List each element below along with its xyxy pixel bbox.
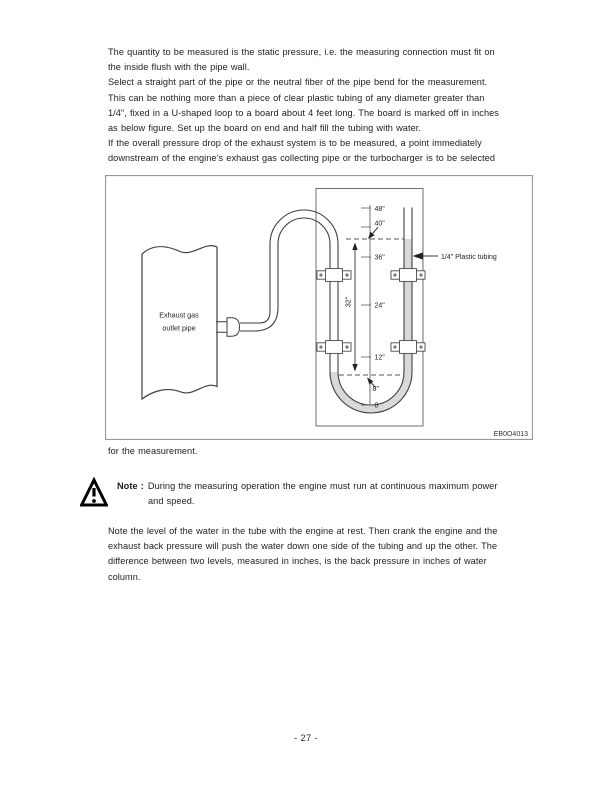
dimension-arrow-down xyxy=(352,364,358,372)
paragraph-line: as below figure. Set up the board on end… xyxy=(108,123,421,134)
tubing-callout-label: 1/4" Plastic tubing xyxy=(441,254,497,261)
paragraph-line: for the measurement. xyxy=(108,446,198,456)
level-arrow-8 xyxy=(367,377,376,388)
pipe-fitting-stub xyxy=(216,321,227,333)
closing-paragraph: Note the level of the water in the tube … xyxy=(108,524,534,585)
note-line: and speed. xyxy=(148,496,195,506)
level-arrow-40 xyxy=(368,226,379,239)
pipe-label: Exhaust gas xyxy=(159,311,199,320)
paragraph-line: downstream of the engine’s exhaust gas c… xyxy=(108,153,496,164)
figure-code: EB0O4013 xyxy=(494,431,528,438)
paragraph-line: Note the level of the water in the tube … xyxy=(108,526,498,536)
tubing-wall-outer xyxy=(240,207,405,406)
intro-paragraphs: The quantity to be measured is the stati… xyxy=(108,45,534,167)
dimension-label: 32" xyxy=(346,296,353,307)
tubing-wall-inner xyxy=(240,207,413,414)
paragraph-line: This can be nothing more than a piece of… xyxy=(108,92,485,103)
note-block: Note :During the measuring operation the… xyxy=(117,479,532,509)
scale-label: 24" xyxy=(375,303,386,310)
scale-ticks xyxy=(361,207,371,406)
scale-label: 36" xyxy=(375,255,386,262)
figure-continuation: for the measurement. xyxy=(108,444,534,459)
paragraph-line: difference between two levels, measured … xyxy=(108,556,487,567)
pipe-fitting xyxy=(226,317,241,337)
water-fill-right-tube xyxy=(404,239,412,372)
dimension-arrow-up xyxy=(352,242,358,250)
paragraph-line: If the overall pressure drop of the exha… xyxy=(108,138,482,149)
tube-clamp xyxy=(316,268,352,282)
scale-label: 40" xyxy=(375,221,386,228)
scale-label: 12" xyxy=(375,355,386,362)
paragraph-line: 1/4", fixed in a U-shaped loop to a boar… xyxy=(108,107,499,118)
paragraph-line: exhaust back pressure will push the wate… xyxy=(108,541,498,552)
note-line: Note :During the measuring operation the… xyxy=(117,479,532,494)
tube-clamp xyxy=(390,268,426,282)
paragraph-line: Select a straight part of the pipe or th… xyxy=(108,77,488,88)
note-text: During the measuring operation the engin… xyxy=(147,481,498,491)
page-number: - 27 - xyxy=(294,733,318,743)
tube-clamp xyxy=(316,340,352,354)
pipe-label: outlet pipe xyxy=(162,324,195,333)
tubing-callout-arrow xyxy=(412,252,438,260)
exhaust-pipe-shape xyxy=(141,245,218,401)
paragraph-line: the inside flush with the pipe wall. xyxy=(108,62,250,73)
scale-label: 48" xyxy=(375,206,386,213)
warning-triangle-icon xyxy=(80,477,108,507)
water-fill-ubend xyxy=(330,372,412,413)
paragraph-line: The quantity to be measured is the stati… xyxy=(108,47,495,57)
paragraph-line: column. xyxy=(108,571,141,582)
scale-label: 0 xyxy=(375,403,379,410)
tube-clamp xyxy=(390,340,426,354)
manometer-figure: Exhaust gas outlet pipe 48" 40" 36 xyxy=(105,175,533,440)
scale-label: 8" xyxy=(373,386,380,393)
note-label: Note : xyxy=(117,481,144,491)
